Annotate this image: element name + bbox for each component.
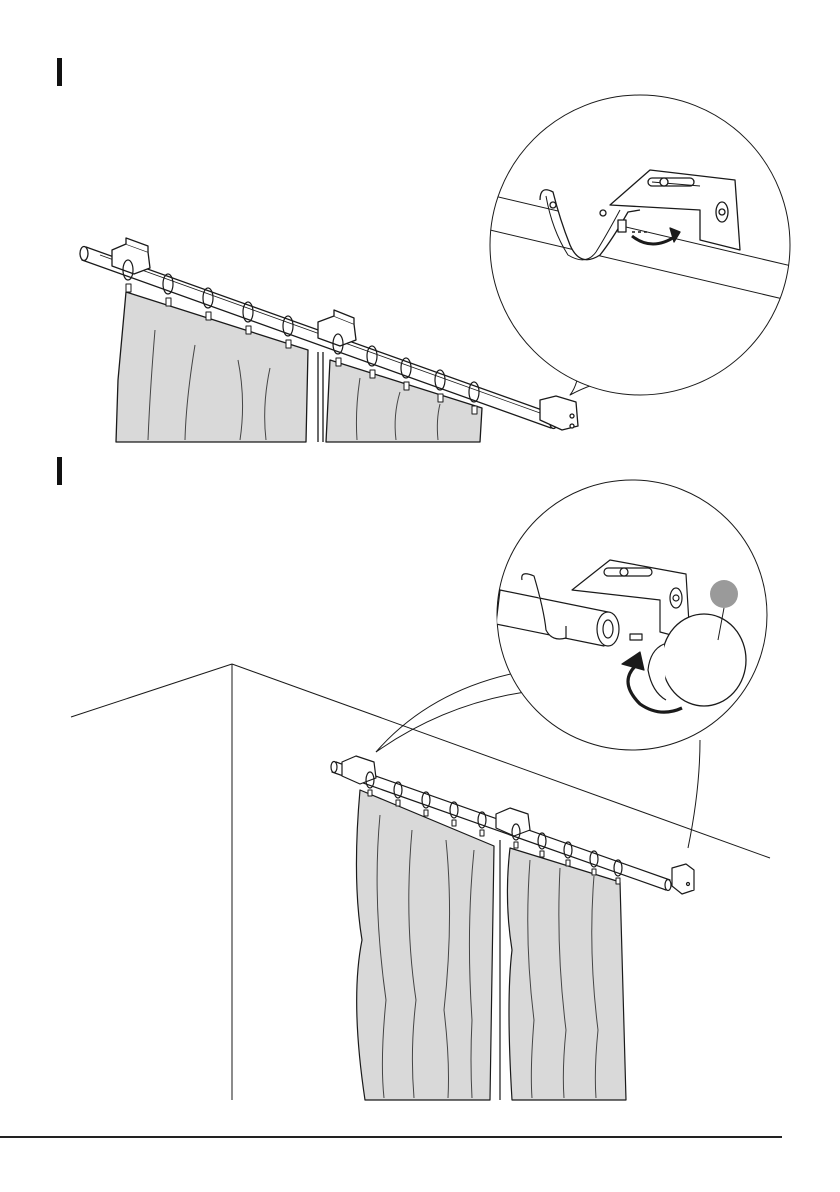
step-2-illustration [71, 480, 770, 1100]
footer-rule [0, 1136, 782, 1138]
curtain-left-2 [356, 790, 494, 1100]
window-frame [318, 352, 323, 442]
bracket-left-2 [342, 756, 376, 784]
step-1-illustration [80, 95, 800, 442]
curtain-right-2 [507, 848, 626, 1100]
zoom-circle-1 [490, 95, 790, 395]
finial-badge [710, 580, 738, 608]
bracket-left-1 [112, 238, 150, 274]
curtain-left [116, 292, 308, 442]
bracket-center-1 [318, 310, 356, 346]
bracket-right-2 [672, 864, 694, 894]
finial-knob [662, 614, 746, 706]
